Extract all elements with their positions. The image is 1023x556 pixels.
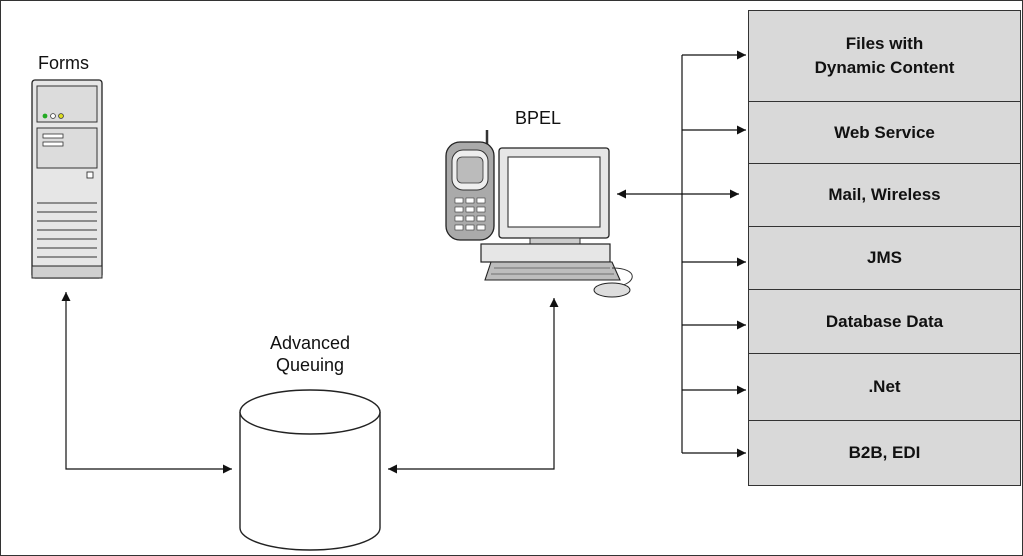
queue-label-line1: Advanced xyxy=(269,333,351,353)
database-cylinder-icon xyxy=(239,389,381,551)
target-label-line1: Files with xyxy=(845,34,924,53)
desktop-computer-icon xyxy=(480,147,633,298)
target-label: Web Service xyxy=(834,122,935,142)
bpel-queue-connector xyxy=(388,298,559,474)
target-label-line2: Dynamic Content xyxy=(814,58,955,77)
server-tower-icon xyxy=(31,79,103,279)
target-label: .Net xyxy=(868,377,901,396)
target-label: Mail, Wireless xyxy=(828,185,941,204)
target-b2b-edi: B2B, EDI xyxy=(748,420,1021,486)
target-label: Database Data xyxy=(825,311,944,331)
target-mail-wireless: Mail, Wireless xyxy=(748,163,1021,227)
queue-label-line2: Queuing xyxy=(275,355,345,375)
bpel-label: BPEL xyxy=(515,108,562,128)
target-jms: JMS xyxy=(748,226,1021,290)
forms-label: Forms xyxy=(38,53,89,73)
forms-queue-connector xyxy=(61,292,232,474)
mobile-phone-icon xyxy=(445,130,495,241)
target-database-data: Database Data xyxy=(748,289,1021,354)
target-dotnet: .Net xyxy=(748,353,1021,421)
queue-label: Advanced Queuing xyxy=(258,332,362,376)
target-web-service: Web Service xyxy=(748,101,1021,164)
target-label: B2B, EDI xyxy=(848,443,921,462)
target-label: JMS xyxy=(867,248,902,267)
target-files-dynamic-content: Files with Dynamic Content xyxy=(748,10,1021,102)
